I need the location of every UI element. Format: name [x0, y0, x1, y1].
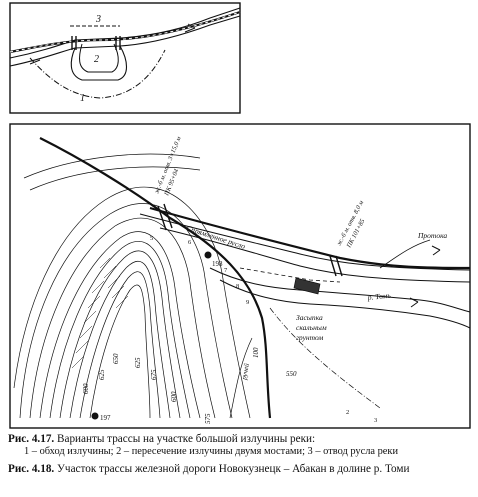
caption-fig-4-18-text: Участок трассы железной дороги Новокузне…	[57, 463, 410, 475]
label-elev-625: 625	[98, 369, 106, 380]
label-pk-2: 2	[346, 409, 349, 416]
river-bank-upper	[9, 7, 241, 59]
label-elev-675: 675	[150, 369, 158, 380]
figure-4-17: 3 2 1	[0, 0, 478, 118]
railway-line	[39, 137, 272, 419]
label-fill-line3: грунтом	[296, 333, 324, 342]
label-river-tom: р. Томь	[366, 291, 391, 303]
figure-4-18-drawing: Спрямленное русло р. Томь Протока Засыпк…	[9, 123, 471, 429]
flow-arrow-icon	[184, 23, 196, 33]
survey-point-197-icon	[91, 412, 99, 420]
bridge-left	[157, 203, 173, 231]
channel-bank-upper	[139, 213, 471, 271]
channel-bank-lower	[159, 227, 471, 283]
branch-channel	[379, 239, 431, 269]
caption-fig-4-17: Рис. 4.17. Варианты трассы на участке бо…	[8, 433, 470, 458]
label-pk-9: 9	[246, 299, 249, 306]
label-elev-625b: 625	[134, 357, 142, 368]
bridge-right	[115, 36, 121, 50]
label-straightened-channel: Спрямленное русло	[185, 223, 246, 251]
variant-1-bypass	[29, 49, 166, 99]
label-point-197: 197	[100, 414, 111, 422]
label-branch: Протока	[417, 231, 447, 240]
label-elev-550: 550	[286, 370, 297, 378]
river-meander-inner	[79, 43, 119, 73]
river-tom-lower	[219, 279, 471, 329]
railway-line-hatch	[9, 11, 241, 53]
caption-fig-4-18: Рис. 4.18. Участок трассы железной дорог…	[8, 463, 470, 476]
contour-lines	[13, 153, 251, 419]
bridge-right	[329, 255, 343, 277]
bypass-line	[269, 307, 381, 409]
label-3: 3	[95, 14, 101, 25]
label-1: 1	[80, 93, 85, 104]
label-elev-600: 600	[82, 383, 90, 394]
river-meander	[70, 45, 128, 81]
caption-fig-4-17-description: 1 – обход излучины; 2 – пересечение излу…	[24, 445, 399, 457]
label-fill-line1: Засыпка	[296, 313, 323, 322]
label-2: 2	[94, 54, 99, 65]
figure-frame	[9, 123, 471, 429]
label-elev-100: 100	[252, 347, 260, 358]
label-pk-3: 3	[374, 417, 377, 424]
label-stream: ручей	[240, 362, 251, 381]
stream	[229, 337, 253, 419]
caption-fig-4-17-number: Рис. 4.17.	[8, 433, 55, 445]
bridge-left	[71, 36, 77, 50]
figure-4-17-drawing: 3 2 1	[9, 2, 241, 114]
flow-arrow-icon	[29, 59, 41, 65]
caption-fig-4-18-number: Рис. 4.18.	[8, 463, 55, 475]
label-elev-575: 575	[204, 413, 212, 424]
flow-arrow-icon	[409, 297, 419, 308]
river-tom-upper	[209, 267, 471, 313]
figure-4-18: Спрямленное русло р. Томь Протока Засыпк…	[0, 118, 478, 430]
old-channel	[239, 267, 341, 283]
label-elev-650: 650	[112, 353, 120, 364]
survey-point-198-icon	[204, 251, 212, 259]
slope-hatching	[71, 257, 129, 369]
label-elev-600-right: 600	[170, 391, 178, 402]
label-pk-5: 5	[150, 235, 153, 242]
flow-arrow-icon	[431, 245, 441, 256]
label-pk-7: 7	[224, 267, 228, 274]
rock-fill-area	[293, 277, 321, 295]
label-pk-8: 8	[236, 283, 239, 290]
label-pk-6: 6	[188, 239, 192, 246]
caption-fig-4-17-text: Варианты трассы на участке большой излуч…	[57, 433, 316, 445]
label-fill-line2: скальным	[296, 323, 327, 332]
label-point-198: 198	[212, 260, 223, 268]
